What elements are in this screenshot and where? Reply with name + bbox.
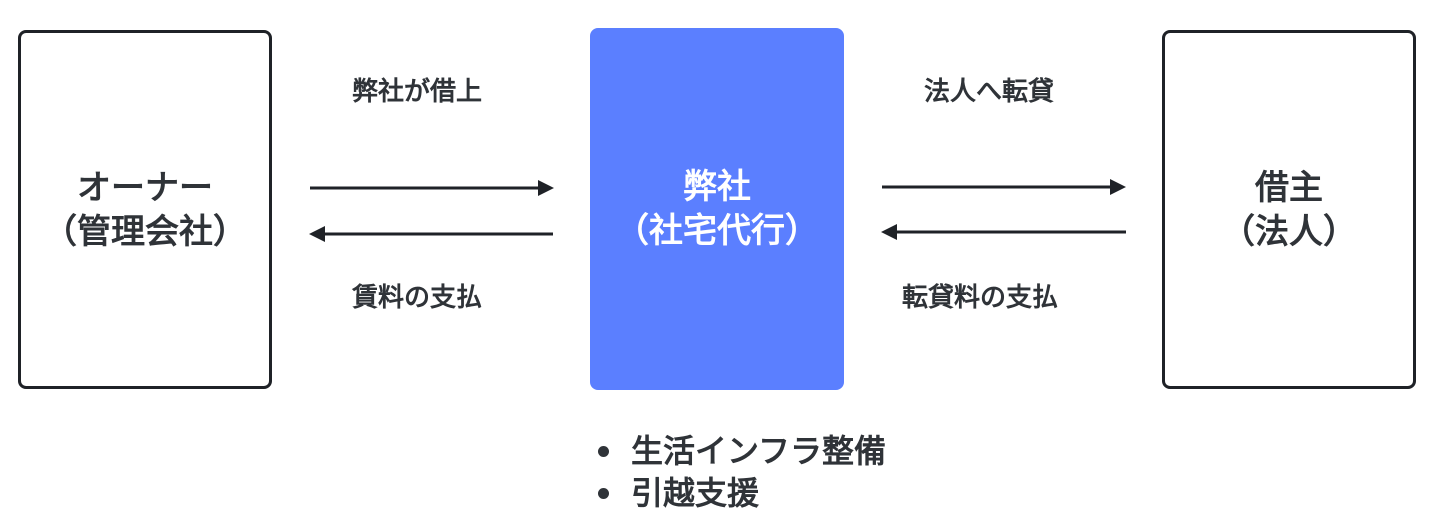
company-subtitle: （社宅代行） [615, 211, 819, 251]
services-list: 生活インフラ整備 引越支援 [598, 430, 886, 514]
service-label: 引越支援 [631, 474, 760, 512]
arrow-company-to-owner [309, 226, 553, 242]
edge-label-owner-to-company: 弊社が借上 [352, 77, 483, 107]
bullet-dot-icon [598, 487, 609, 499]
arrow-borrower-to-company [881, 224, 1126, 240]
arrow-owner-to-company [310, 180, 554, 196]
edge-label-borrower-to-company: 転貸料の支払 [902, 283, 1059, 313]
service-item: 引越支援 [598, 472, 886, 514]
company-box: 弊社 （社宅代行） [590, 28, 844, 390]
borrower-subtitle: （法人） [1221, 211, 1357, 252]
owner-box: オーナー （管理会社） [18, 30, 272, 389]
edge-label-company-to-borrower: 法人へ転貸 [924, 77, 1055, 107]
arrow-company-to-borrower [882, 179, 1126, 195]
company-title: 弊社 [683, 167, 751, 207]
borrower-box: 借主 （法人） [1162, 30, 1416, 389]
owner-subtitle: （管理会社） [43, 211, 247, 252]
service-item: 生活インフラ整備 [598, 430, 886, 472]
service-label: 生活インフラ整備 [631, 432, 887, 470]
borrower-title: 借主 [1255, 167, 1323, 208]
owner-title: オーナー [77, 167, 213, 208]
bullet-dot-icon [598, 445, 609, 457]
edge-label-company-to-owner: 賃料の支払 [352, 283, 483, 313]
